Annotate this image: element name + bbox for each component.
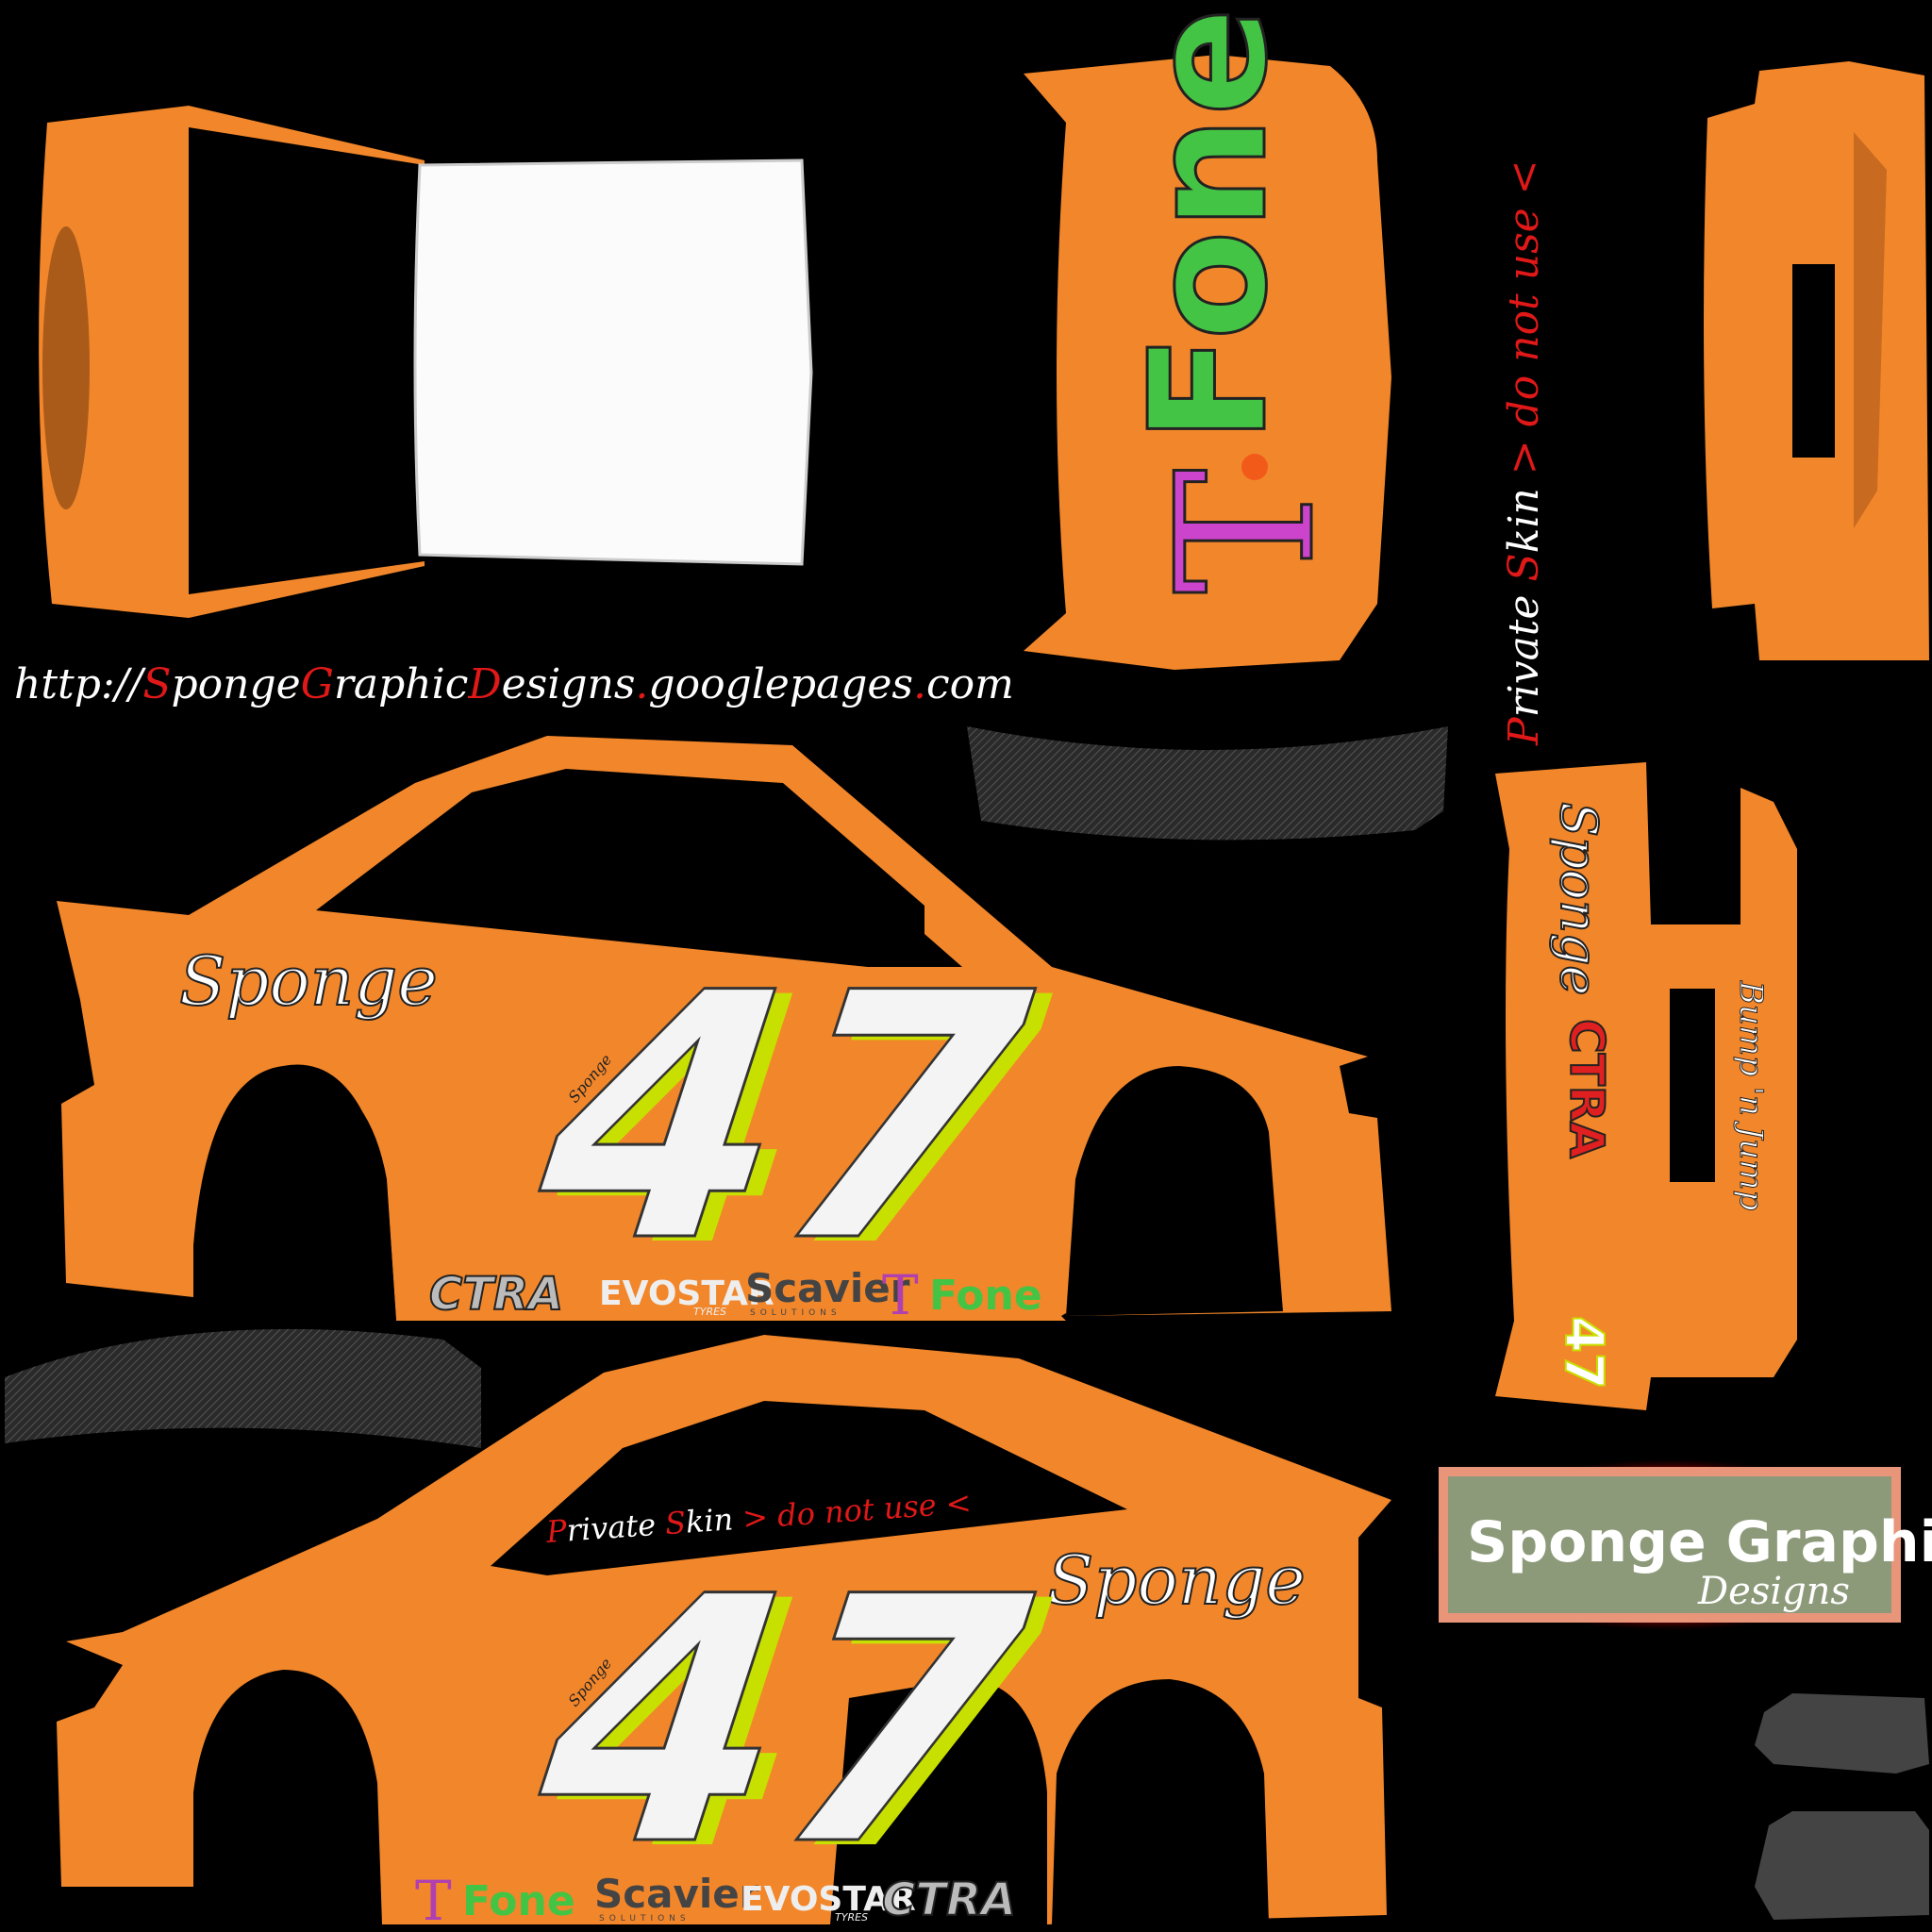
side-panel-right: Private Skin > do not use < Sponge 47 47… [57,1335,1391,1932]
svg-text:SOLUTIONS: SOLUTIONS [750,1308,841,1318]
svg-text:Scavier: Scavier [594,1871,759,1917]
svg-text:Fone: Fone [929,1272,1042,1320]
svg-text:Scavier: Scavier [745,1265,910,1311]
private-skin-watermark-vertical: Private Skin > do not use < [1500,159,1548,746]
svg-text:SOLUTIONS: SOLUTIONS [599,1914,691,1924]
sponge-logo: Sponge [1047,1541,1306,1620]
mirror-part [1755,1693,1929,1774]
svg-text:T: T [415,1869,452,1932]
mirror-part [1755,1811,1929,1920]
sponge-logo: Sponge [179,941,438,1021]
svg-text:CTRA: CTRA [1559,1019,1614,1158]
sponsor-strip: CTRA EVOSTAR TYRES Scavier SOLUTIONS T F… [428,1263,1042,1327]
svg-text:Sponge Graphic: Sponge Graphic [1467,1509,1932,1575]
svg-text:Sponge: Sponge [1549,802,1608,995]
svg-text:Bump 'n Jump: Bump 'n Jump [1732,980,1770,1210]
spoiler-strip-top [967,726,1448,841]
front-bumper-panel: Sponge CTRA Bump 'n Jump 47 [1495,762,1797,1410]
sponge-graphic-designs-logo: Sponge Graphic Designs [1429,1457,1932,1632]
rear-deck-panel [1704,61,1929,660]
website-url: http://SpongeGraphicDesigns.googlepages.… [14,660,1014,708]
svg-text:EVOSTAR: EVOSTAR [599,1274,774,1313]
side-panel-left: Sponge 47 47 Sponge CTRA EVOSTAR TYRES S… [57,736,1391,1327]
roof-panel [39,106,813,618]
svg-text:T: T [1137,469,1357,594]
private-skin-watermark-window: Private Skin > do not use < [544,1485,973,1550]
windshield-panel [413,158,813,566]
svg-text:Fone: Fone [1116,8,1303,443]
svg-text:CTRA: CTRA [882,1874,1016,1926]
hood-panel: T Fone [1024,6,1391,670]
spoiler-strip-left [5,1328,481,1448]
svg-text:Fone: Fone [462,1877,575,1925]
hood-tfone-logo: T Fone [1115,6,1358,595]
svg-text:Designs: Designs [1697,1570,1850,1613]
svg-text:EVOSTAR: EVOSTAR [741,1880,916,1919]
svg-text:T: T [882,1263,919,1327]
svg-text:47: 47 [1553,1316,1614,1390]
sponsor-strip: T Fone Scavier SOLUTIONS EVOSTAR TYRES C… [415,1869,1017,1932]
svg-text:CTRA: CTRA [429,1268,563,1321]
svg-text:TYRES: TYRES [693,1306,726,1318]
svg-text:TYRES: TYRES [835,1911,868,1924]
